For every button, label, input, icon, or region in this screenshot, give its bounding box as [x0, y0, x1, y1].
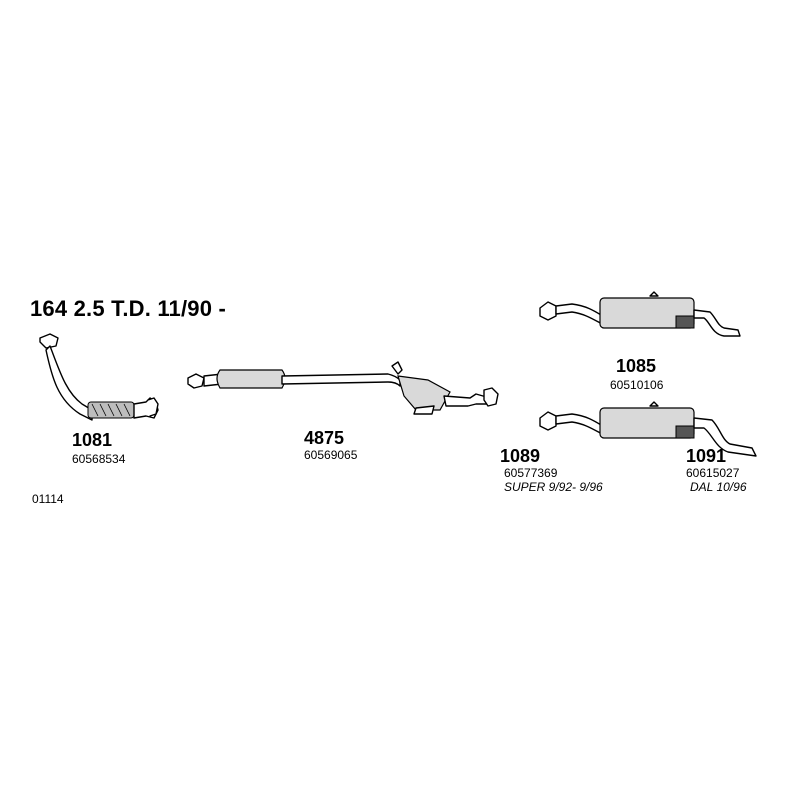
part-1089-oem: 60577369 — [504, 466, 558, 480]
part-1085-oem: 60510106 — [610, 378, 664, 392]
part-4875-code: 4875 — [304, 428, 345, 448]
part-1085-drawing[interactable] — [539, 291, 741, 337]
part-1091-code: 1091 — [686, 446, 727, 466]
part-1089-1091-drawing[interactable] — [539, 401, 757, 457]
part-1081-drawing[interactable] — [39, 333, 159, 421]
vehicle-title: 164 2.5 T.D. 11/90 - — [30, 296, 227, 321]
part-4875-drawing[interactable] — [187, 361, 499, 415]
catalog-reference: 01114 — [32, 492, 64, 506]
part-4875-oem: 60569065 — [304, 448, 358, 462]
part-1089-code: 1089 — [500, 446, 541, 466]
part-1085-code: 1085 — [616, 356, 657, 376]
part-1089-note: SUPER 9/92- 9/96 — [504, 480, 603, 494]
part-1081-oem: 60568534 — [72, 452, 126, 466]
part-1091-note: DAL 10/96 — [690, 480, 747, 494]
part-1081-code: 1081 — [72, 430, 113, 450]
part-1091-oem: 60615027 — [686, 466, 740, 480]
